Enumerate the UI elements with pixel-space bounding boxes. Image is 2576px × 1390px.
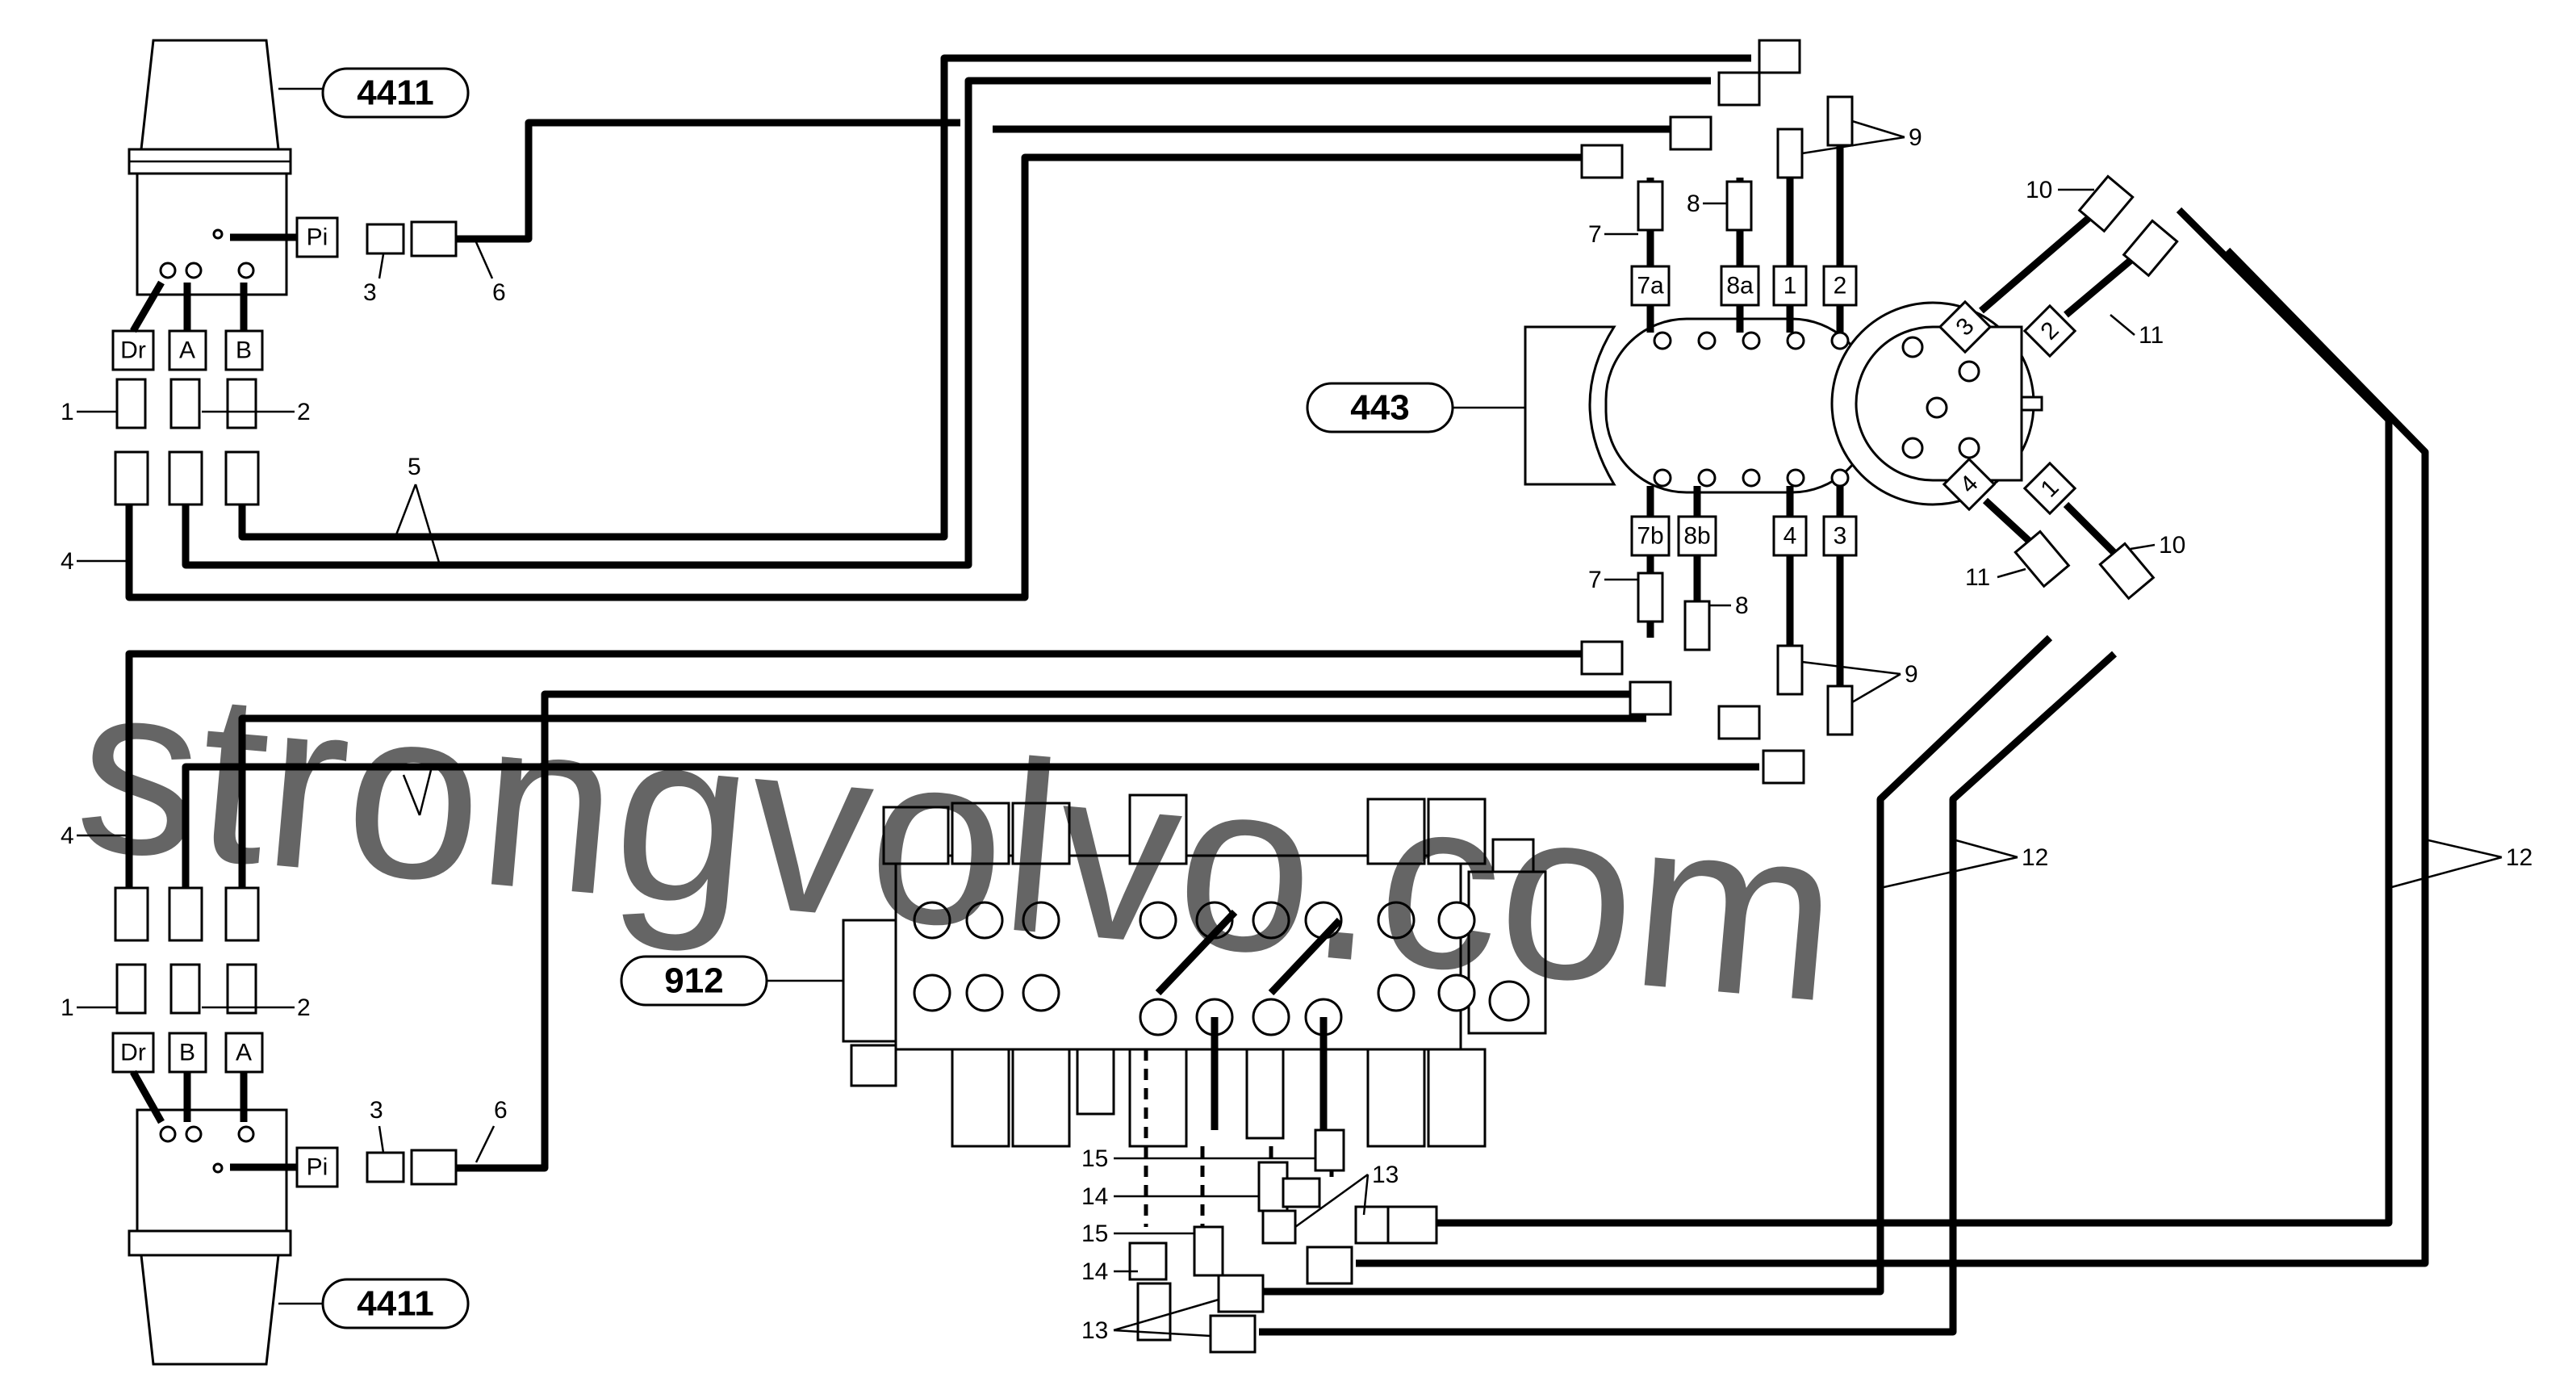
callout-12-left: 12: [2022, 844, 2048, 871]
component-443: 443: [1350, 388, 1409, 428]
port-3-bottom: 3: [1834, 523, 1847, 550]
port-8b: 8b: [1683, 523, 1710, 550]
swivel-443: [1524, 301, 2043, 506]
swivel-rotary-ports: 3 2 4 1: [1938, 174, 2179, 601]
port-7b: 7b: [1637, 523, 1663, 550]
component-912: 912: [664, 961, 723, 1001]
port-8a: 8a: [1726, 273, 1754, 299]
control-valve-912: [842, 793, 1547, 1148]
port-a-top: A: [179, 337, 195, 364]
callout-7-bottom: 7: [1588, 567, 1602, 593]
callout-8-top: 8: [1687, 190, 1700, 217]
callout-2-top: 2: [297, 399, 311, 425]
hose-bottom-a: [238, 714, 1646, 888]
item-callouts: 1 2 3 6 5 4 4 1 2 3 6 7 8 9 7: [61, 119, 2532, 1344]
callout-11-top: 11: [2139, 322, 2164, 349]
callout-6-top: 6: [492, 279, 506, 306]
hose-12-a: [1428, 207, 2393, 1227]
callout-10-top: 10: [2026, 177, 2052, 203]
hoses: [125, 54, 2429, 1336]
callout-12-right: 12: [2506, 844, 2532, 871]
callout-15-upper: 15: [1081, 1145, 1108, 1172]
port-pi-top: Pi: [307, 224, 328, 251]
callout-5-top: 5: [408, 454, 421, 480]
hose-bottom-b: [182, 763, 1759, 888]
port-1-top: 1: [1784, 273, 1797, 299]
steer-cylinder-bottom: [128, 1108, 292, 1366]
callout-1-top: 1: [61, 399, 74, 425]
callout-14-upper: 14: [1081, 1183, 1108, 1210]
callout-3-top: 3: [363, 279, 377, 306]
hose-6-bottom: [452, 690, 1630, 1172]
port-dr-top: Dr: [120, 337, 146, 364]
port-7a: 7a: [1637, 273, 1664, 299]
hose-5-top-a: [182, 77, 1711, 569]
hose-5-top-b: [238, 54, 1751, 541]
port-dr-bottom: Dr: [120, 1040, 146, 1066]
valve-outlet-fittings: [1128, 1049, 1438, 1354]
hose-12-b: [1356, 247, 2429, 1267]
hose-12-d: [1259, 651, 2118, 1336]
hose-12-c: [1259, 634, 2053, 1296]
callout-10-bottom: 10: [2159, 532, 2185, 559]
callout-4-bottom: 4: [61, 823, 74, 849]
callout-15-lower: 15: [1081, 1220, 1108, 1247]
hose-4-top-dr: [125, 153, 1582, 601]
callout-8-bottom: 8: [1735, 592, 1749, 619]
port-a-bottom: A: [236, 1040, 252, 1066]
callout-3-bottom: 3: [370, 1097, 383, 1124]
callout-1-bottom: 1: [61, 994, 74, 1021]
steer-cylinder-top: [128, 39, 292, 296]
bottom-cylinder-ports: Dr B A Pi: [111, 886, 458, 1188]
callout-7-top: 7: [1588, 221, 1602, 248]
callout-9-bottom: 9: [1905, 661, 1918, 688]
callout-13-upper: 13: [1372, 1162, 1399, 1188]
callout-6-bottom: 6: [494, 1097, 508, 1124]
port-b-bottom: B: [179, 1040, 195, 1066]
port-b-top: B: [236, 337, 252, 364]
hose-6-top: [452, 119, 960, 243]
callout-13-lower: 13: [1081, 1317, 1108, 1344]
callout-14-lower: 14: [1081, 1258, 1108, 1285]
callout-9-top: 9: [1909, 124, 1922, 151]
component-4411-bottom: 4411: [357, 1284, 433, 1324]
port-2-top: 2: [1834, 273, 1847, 299]
swivel-top-ports: 7a 8a 1 2: [1580, 39, 1858, 333]
port-pi-bottom: Pi: [307, 1154, 328, 1181]
callout-4-top: 4: [61, 548, 74, 575]
swivel-bottom-ports: 7b 8b 4 3: [1580, 486, 1858, 785]
component-label-4411-top: [321, 67, 470, 119]
callout-2-bottom: 2: [297, 994, 311, 1021]
port-4-bottom: 4: [1784, 523, 1797, 550]
valve-ports: [913, 901, 1530, 1036]
top-cylinder-ports: Dr A B Pi: [111, 216, 458, 506]
hose-4-bottom-dr: [125, 650, 1582, 888]
callout-11-bottom: 11: [1965, 564, 1990, 591]
component-4411-top: 4411: [357, 73, 433, 113]
